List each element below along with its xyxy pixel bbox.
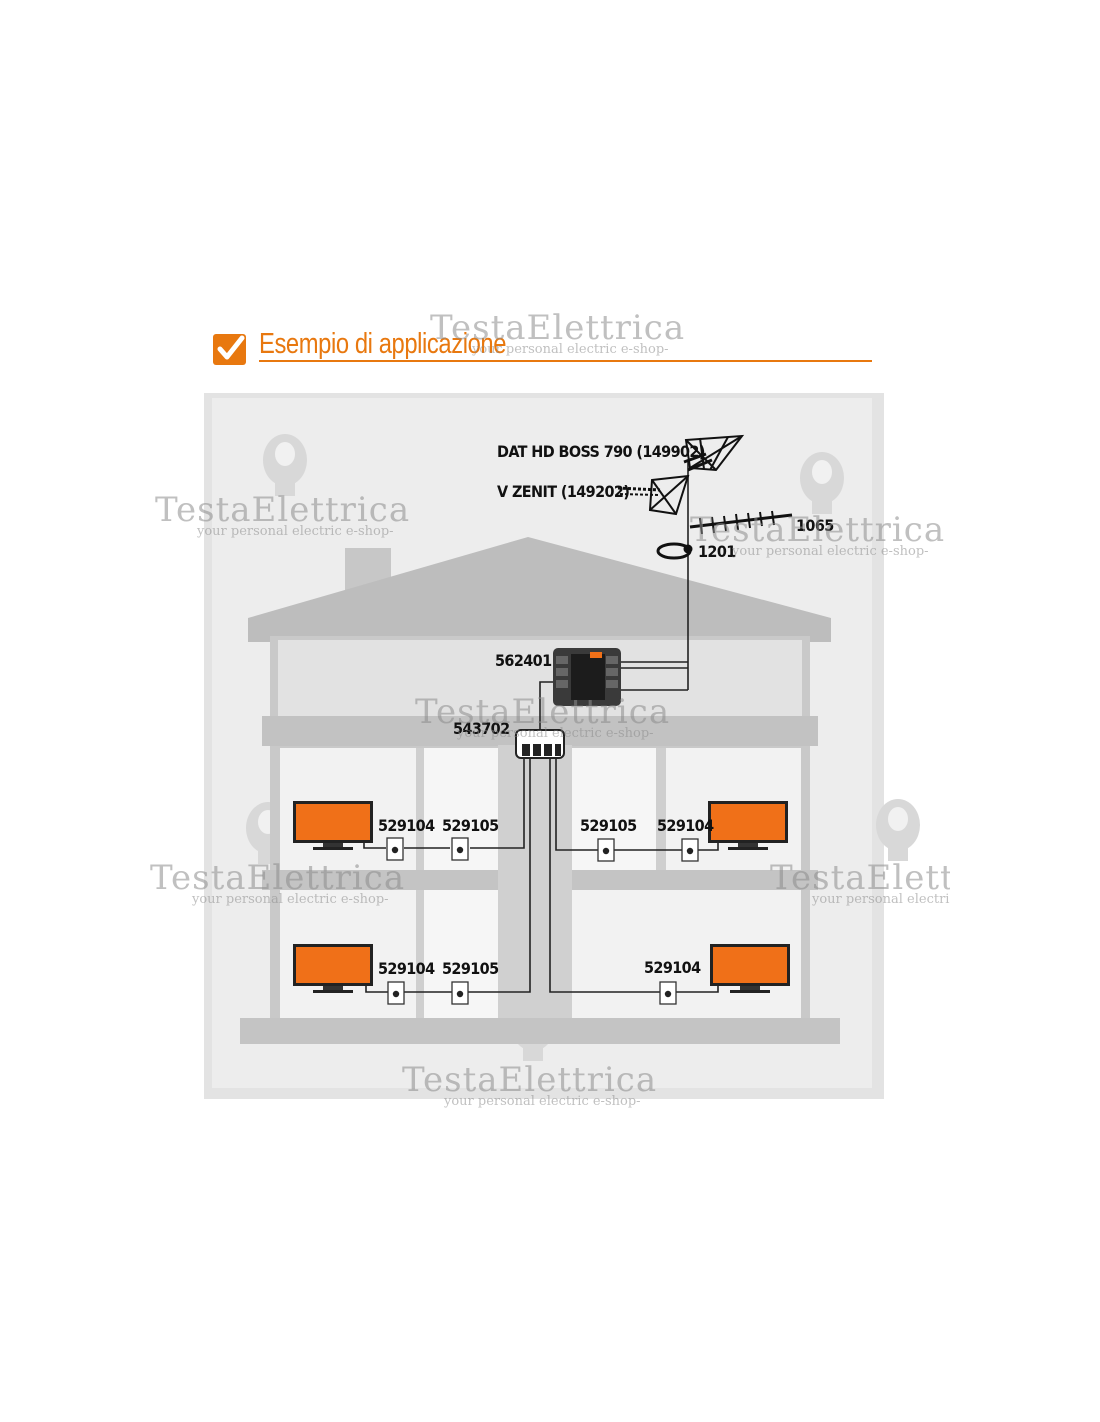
label-upper-right-tv-socket: 529104 — [657, 816, 714, 835]
dat-antenna-icon — [683, 434, 745, 472]
label-lower-left-pass-socket: 529105 — [442, 959, 499, 978]
mast-clamp-icon — [656, 542, 693, 560]
cabling — [363, 460, 719, 993]
title-underline — [259, 360, 872, 362]
checkbox-checked-icon — [213, 334, 246, 365]
tv-icon — [710, 944, 790, 993]
pass-socket-icon — [451, 981, 469, 1005]
tv-socket-icon — [386, 837, 404, 861]
tv-socket-icon — [659, 981, 677, 1005]
tv-icon — [708, 801, 788, 850]
tv-socket-icon — [387, 981, 405, 1005]
splitter-device-icon — [515, 729, 565, 759]
label-upper-left-tv-socket: 529104 — [378, 816, 435, 835]
section-title: Esempio di applicazione — [259, 328, 507, 360]
label-yagi-antenna: 1065 — [796, 516, 834, 535]
label-splitter: 543702 — [453, 719, 510, 738]
section-header: Esempio di applicazione — [212, 322, 872, 366]
tv-icon — [293, 801, 373, 850]
label-amplifier: 562401 — [495, 651, 552, 670]
label-lower-left-tv-socket: 529104 — [378, 959, 435, 978]
tv-icon — [293, 944, 373, 993]
vzenit-antenna-icon — [617, 474, 690, 516]
label-vzenit-antenna: V ZENIT (149202) — [497, 482, 629, 501]
label-lower-right-tv-socket: 529104 — [644, 958, 701, 977]
label-mast-clamp: 1201 — [698, 542, 736, 561]
amplifier-device-icon — [553, 648, 621, 706]
label-upper-right-pass-socket: 529105 — [580, 816, 637, 835]
tv-socket-icon — [681, 838, 699, 862]
pass-socket-icon — [451, 837, 469, 861]
label-dat-antenna: DAT HD BOSS 790 (149902) — [497, 442, 705, 461]
label-upper-left-pass-socket: 529105 — [442, 816, 499, 835]
yagi-antenna-icon — [689, 510, 793, 535]
pass-socket-icon — [597, 838, 615, 862]
